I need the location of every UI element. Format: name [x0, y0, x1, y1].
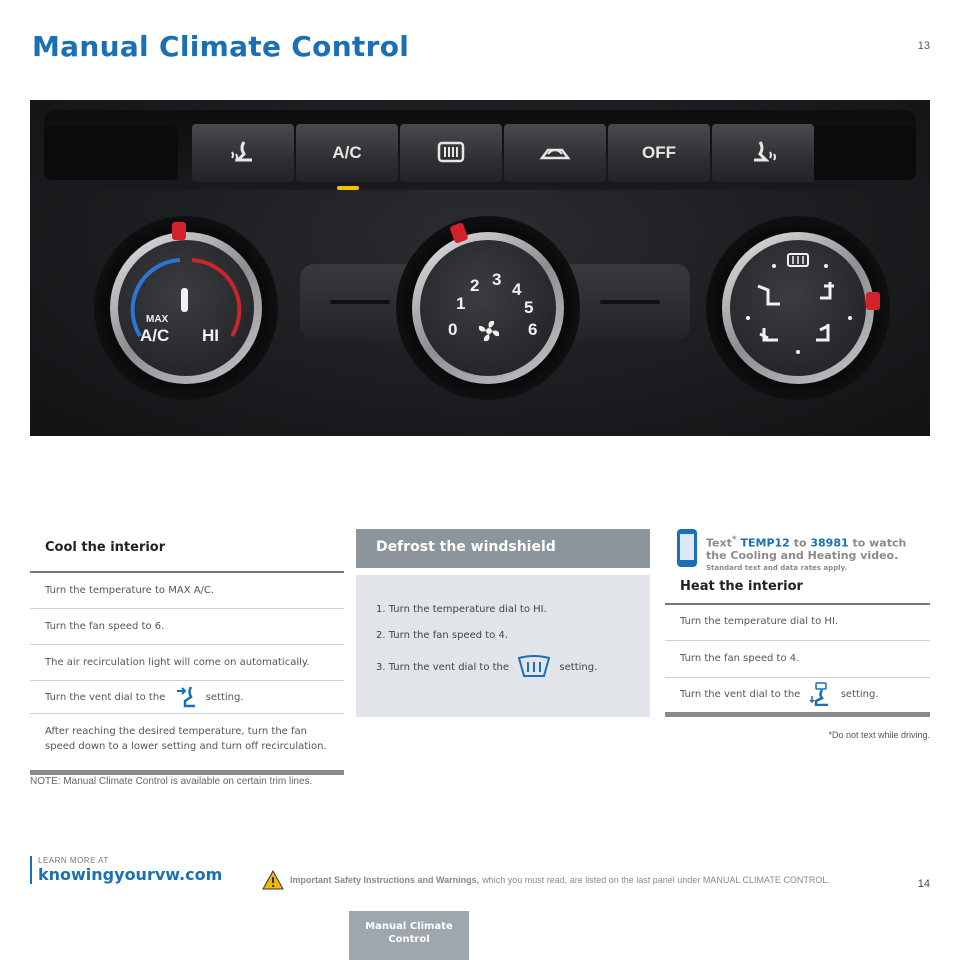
defrost-step-1: 1. Turn the temperature dial to HI.: [376, 604, 547, 615]
fan-dial-face: 0 1 2 3 4 5 6: [420, 240, 556, 376]
cool-heading-rule: [30, 571, 344, 573]
fan-speed-dial[interactable]: 0 1 2 3 4 5 6: [396, 216, 580, 400]
defrost-step-3: 3. Turn the vent dial to the setting.: [376, 654, 650, 680]
cool-item-3: The air recirculation light will come on…: [45, 657, 310, 668]
vent-dial[interactable]: [706, 216, 890, 400]
heat-item-3: Turn the vent dial to the setting.: [665, 678, 930, 710]
divider: [30, 608, 344, 609]
heat-item-1: Turn the temperature dial to HI.: [680, 616, 839, 627]
windshield-defrost-icon: [518, 655, 551, 677]
heat-heading-rule: [665, 603, 930, 605]
no-text-driving-note: *Do not text while driving.: [828, 730, 930, 740]
rear-defrost-button[interactable]: [400, 124, 502, 182]
defrost-body: 1. Turn the temperature dial to HI. 2. T…: [356, 568, 650, 680]
divider: [30, 680, 344, 681]
learn-more: LEARN MORE AT knowingyourvw.com: [30, 856, 222, 884]
safety-notice: Important Safety Instructions and Warnin…: [262, 870, 830, 890]
safety-bold: Important Safety Instructions and Warnin…: [290, 875, 480, 885]
slot-groove-right: [600, 300, 660, 304]
heat-heading: Heat the interior: [680, 579, 803, 594]
website-link[interactable]: knowingyourvw.com: [38, 865, 223, 884]
ac-indicator-light: [337, 186, 359, 190]
button-row: A/C OFF: [192, 124, 814, 182]
heat-bottom-bar: [665, 712, 930, 717]
defrost-step-3-text: 3. Turn the vent dial to the: [376, 662, 510, 673]
max-label: MAX: [146, 314, 169, 325]
fan-speed-2: 2: [470, 276, 480, 295]
slot-groove-left: [330, 300, 390, 304]
strip-left-block: [44, 126, 178, 180]
hi-label: HI: [202, 326, 219, 345]
fan-speed-5: 5: [524, 298, 534, 317]
warning-icon: [262, 870, 284, 890]
cool-vent-text: Turn the vent dial to the: [45, 692, 166, 703]
fan-speed-0: 0: [448, 320, 458, 339]
fan-speed-3: 3: [492, 270, 502, 289]
ac-button[interactable]: A/C: [296, 124, 398, 182]
vent-dial-marker: [866, 292, 880, 310]
promo-code: TEMP12: [740, 536, 790, 550]
promo-line2: the Cooling and Heating video.: [706, 548, 899, 562]
ac-label: A/C: [140, 326, 170, 345]
defrost-section: Defrost the windshield 1. Turn the tempe…: [356, 529, 650, 717]
temperature-dial-marker: [172, 222, 186, 240]
temperature-scale-icon: [130, 258, 242, 338]
fan-icon: [478, 320, 500, 342]
off-button[interactable]: OFF: [608, 124, 710, 182]
trim-note: NOTE: Manual Climate Control is availabl…: [30, 776, 313, 787]
promo-suffix: to watch: [852, 536, 907, 550]
seat-heat-left-icon: [231, 141, 252, 162]
divider: [30, 713, 344, 714]
button-strip: A/C OFF: [44, 110, 916, 190]
cool-item-2: Turn the fan speed to 6.: [45, 621, 165, 632]
cool-bottom-bar: [30, 770, 344, 775]
cool-item-1: Turn the temperature to MAX A/C.: [45, 585, 215, 596]
heat-section: Heat the interior Turn the temperature d…: [665, 579, 930, 717]
recirculation-icon: [539, 148, 571, 160]
heat-item-2: Turn the fan speed to 4.: [680, 653, 800, 664]
seat-heat-right-icon: [754, 141, 776, 162]
seat-heat-right-button[interactable]: [712, 124, 814, 182]
promo-prefix: Text: [706, 536, 732, 550]
learn-more-label: LEARN MORE AT: [38, 856, 109, 865]
temperature-dial[interactable]: MAX A/C HI: [94, 216, 278, 400]
vent-dial-face: [730, 240, 866, 376]
fan-speed-1: 1: [456, 294, 466, 313]
section-tab-manual-climate-control[interactable]: Manual Climate Control: [349, 911, 469, 960]
promo-to: to: [793, 536, 807, 550]
strip-right-block: [806, 126, 916, 180]
page-title: Manual Climate Control: [32, 30, 410, 63]
vent-floor-defrost-icon: [808, 682, 828, 706]
rear-defrost-icon: [437, 141, 465, 163]
divider: [665, 677, 930, 678]
heat-vent-text: Turn the vent dial to the: [680, 689, 801, 700]
fan-speed-6: 6: [528, 320, 538, 339]
vent-modes-icon: [746, 253, 852, 354]
divider: [30, 644, 344, 645]
temperature-dial-face: MAX A/C HI: [118, 240, 254, 376]
divider: [665, 640, 930, 641]
heat-vent-suffix: setting.: [840, 689, 879, 700]
promo-rates: Standard text and data rates apply.: [706, 563, 848, 572]
vent-face-icon: [176, 686, 195, 708]
fan-speed-4: 4: [512, 280, 522, 299]
text-promo: Text* TEMP12 to 38981 to watch the Cooli…: [706, 534, 906, 574]
climate-panel-photo: A/C OFF MAX A/C HI: [30, 100, 930, 436]
promo-number: 38981: [810, 536, 849, 550]
cool-heading: Cool the interior: [45, 540, 166, 555]
promo-star: *: [731, 534, 737, 545]
seat-heat-left-button[interactable]: [192, 124, 294, 182]
defrost-step-2: 2. Turn the fan speed to 4.: [376, 630, 509, 641]
defrost-step-3-suffix: setting.: [559, 662, 598, 673]
cool-section: Cool the interior Turn the temperature t…: [30, 540, 344, 775]
cool-item-4: Turn the vent dial to the setting.: [30, 681, 344, 713]
phone-icon: [677, 529, 697, 567]
safety-text: which you must read, are listed on the l…: [482, 875, 830, 885]
page-number-bottom: 14: [917, 878, 930, 890]
defrost-heading: Defrost the windshield: [356, 529, 650, 568]
page-number-top: 13: [917, 40, 930, 52]
cool-item-5: After reaching the desired temperature, …: [45, 726, 327, 752]
cool-vent-suffix: setting.: [205, 692, 244, 703]
recirculation-button[interactable]: [504, 124, 606, 182]
